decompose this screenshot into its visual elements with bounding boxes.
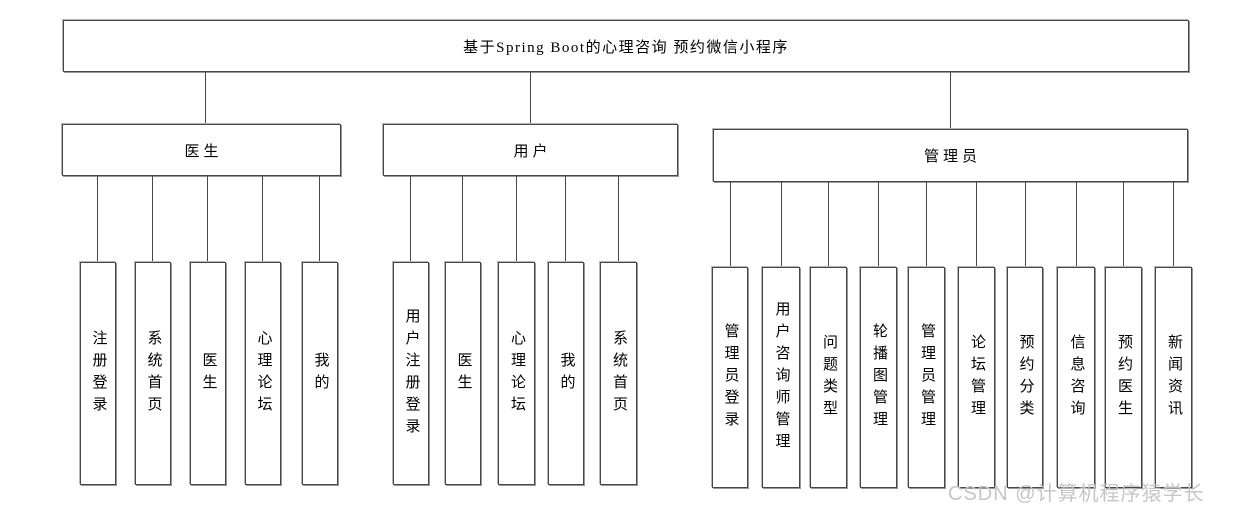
leaf-node-admin-user-counselor-management: 用户咨询师管理 <box>762 267 800 488</box>
leaf-label: 心理论坛 <box>255 329 272 418</box>
leaf-label: 论坛管理 <box>969 333 985 422</box>
leaf-label: 管理员登录 <box>722 322 739 433</box>
leaf-node-doctor-system-home: 系统首页 <box>135 262 171 485</box>
connector-line <box>950 72 951 129</box>
leaf-node-admin-carousel-management: 轮播图管理 <box>860 267 897 488</box>
leaf-node-user-system-home: 系统首页 <box>600 262 637 485</box>
leaf-label: 用户注册登录 <box>403 307 420 440</box>
leaf-node-admin-news: 新闻资讯 <box>1155 267 1192 488</box>
leaf-node-admin-forum-management: 论坛管理 <box>958 267 995 488</box>
leaf-label: 医生 <box>455 351 472 396</box>
branch-label-user: 用户 <box>513 143 552 160</box>
connector-line <box>1025 182 1026 267</box>
connector-line <box>565 176 566 262</box>
connector-line <box>97 176 98 262</box>
leaf-label: 信息咨询 <box>1068 333 1085 422</box>
connector-line <box>319 176 320 262</box>
connector-line <box>1123 182 1124 267</box>
connector-line <box>262 176 263 262</box>
leaf-label: 预约医生 <box>1116 333 1132 422</box>
leaf-label: 新闻资讯 <box>1166 333 1182 422</box>
leaf-label: 心理论坛 <box>509 329 525 418</box>
connector-line <box>410 176 411 262</box>
leaf-node-user-doctor: 医生 <box>445 262 481 485</box>
root-node-title: 基于Spring Boot的心理咨询 预约微信小程序 <box>63 20 1189 72</box>
leaf-label: 轮播图管理 <box>871 322 887 433</box>
connector-line <box>462 176 463 262</box>
leaf-node-user-register-login: 用户注册登录 <box>393 262 429 485</box>
connector-line <box>878 182 879 267</box>
leaf-label: 预约分类 <box>1017 333 1034 422</box>
leaf-node-user-mine: 我的 <box>548 262 584 485</box>
leaf-node-admin-information-consult: 信息咨询 <box>1057 267 1095 488</box>
leaf-node-admin-admin-management: 管理员管理 <box>908 267 945 488</box>
leaf-label: 我的 <box>558 351 575 396</box>
diagram-title: 基于Spring Boot的心理咨询 预约微信小程序 <box>463 39 789 56</box>
connector-line <box>730 182 731 267</box>
connector-line <box>530 72 531 124</box>
connector-line <box>205 72 206 124</box>
leaf-label: 医生 <box>200 351 217 396</box>
connector-line <box>976 182 977 267</box>
leaf-node-doctor-mine: 我的 <box>302 262 338 485</box>
connector-line <box>207 176 208 262</box>
leaf-label: 系统首页 <box>611 329 627 418</box>
leaf-label: 我的 <box>312 351 329 396</box>
connector-line <box>152 176 153 262</box>
branch-node-user: 用户 <box>383 124 678 176</box>
connector-line <box>781 182 782 267</box>
leaf-node-admin-login: 管理员登录 <box>712 267 748 488</box>
connector-line <box>516 176 517 262</box>
leaf-node-doctor-doctor: 医生 <box>190 262 226 485</box>
leaf-node-user-psychology-forum: 心理论坛 <box>498 262 535 485</box>
connector-line <box>1076 182 1077 267</box>
branch-node-doctor: 医生 <box>62 124 341 176</box>
connector-line <box>926 182 927 267</box>
csdn-watermark: CSDN @计算机程序猿学长 <box>948 483 1205 505</box>
branch-node-admin: 管理员 <box>713 129 1188 182</box>
leaf-label: 管理员管理 <box>919 322 935 433</box>
connector-line <box>1173 182 1174 267</box>
leaf-label: 用户咨询师管理 <box>773 300 790 455</box>
connector-line <box>618 176 619 262</box>
leaf-node-admin-appointment-doctor: 预约医生 <box>1105 267 1142 488</box>
connector-line <box>828 182 829 267</box>
branch-label-doctor: 医生 <box>184 143 223 160</box>
leaf-node-admin-appointment-category: 预约分类 <box>1007 267 1043 488</box>
leaf-label: 问题类型 <box>821 333 837 422</box>
leaf-node-admin-question-type: 问题类型 <box>810 267 847 488</box>
leaf-label: 系统首页 <box>145 329 162 418</box>
branch-label-admin: 管理员 <box>923 149 981 165</box>
leaf-node-doctor-register-login: 注册登录 <box>80 262 116 485</box>
leaf-node-doctor-psychology-forum: 心理论坛 <box>245 262 281 485</box>
leaf-label: 注册登录 <box>90 329 107 418</box>
